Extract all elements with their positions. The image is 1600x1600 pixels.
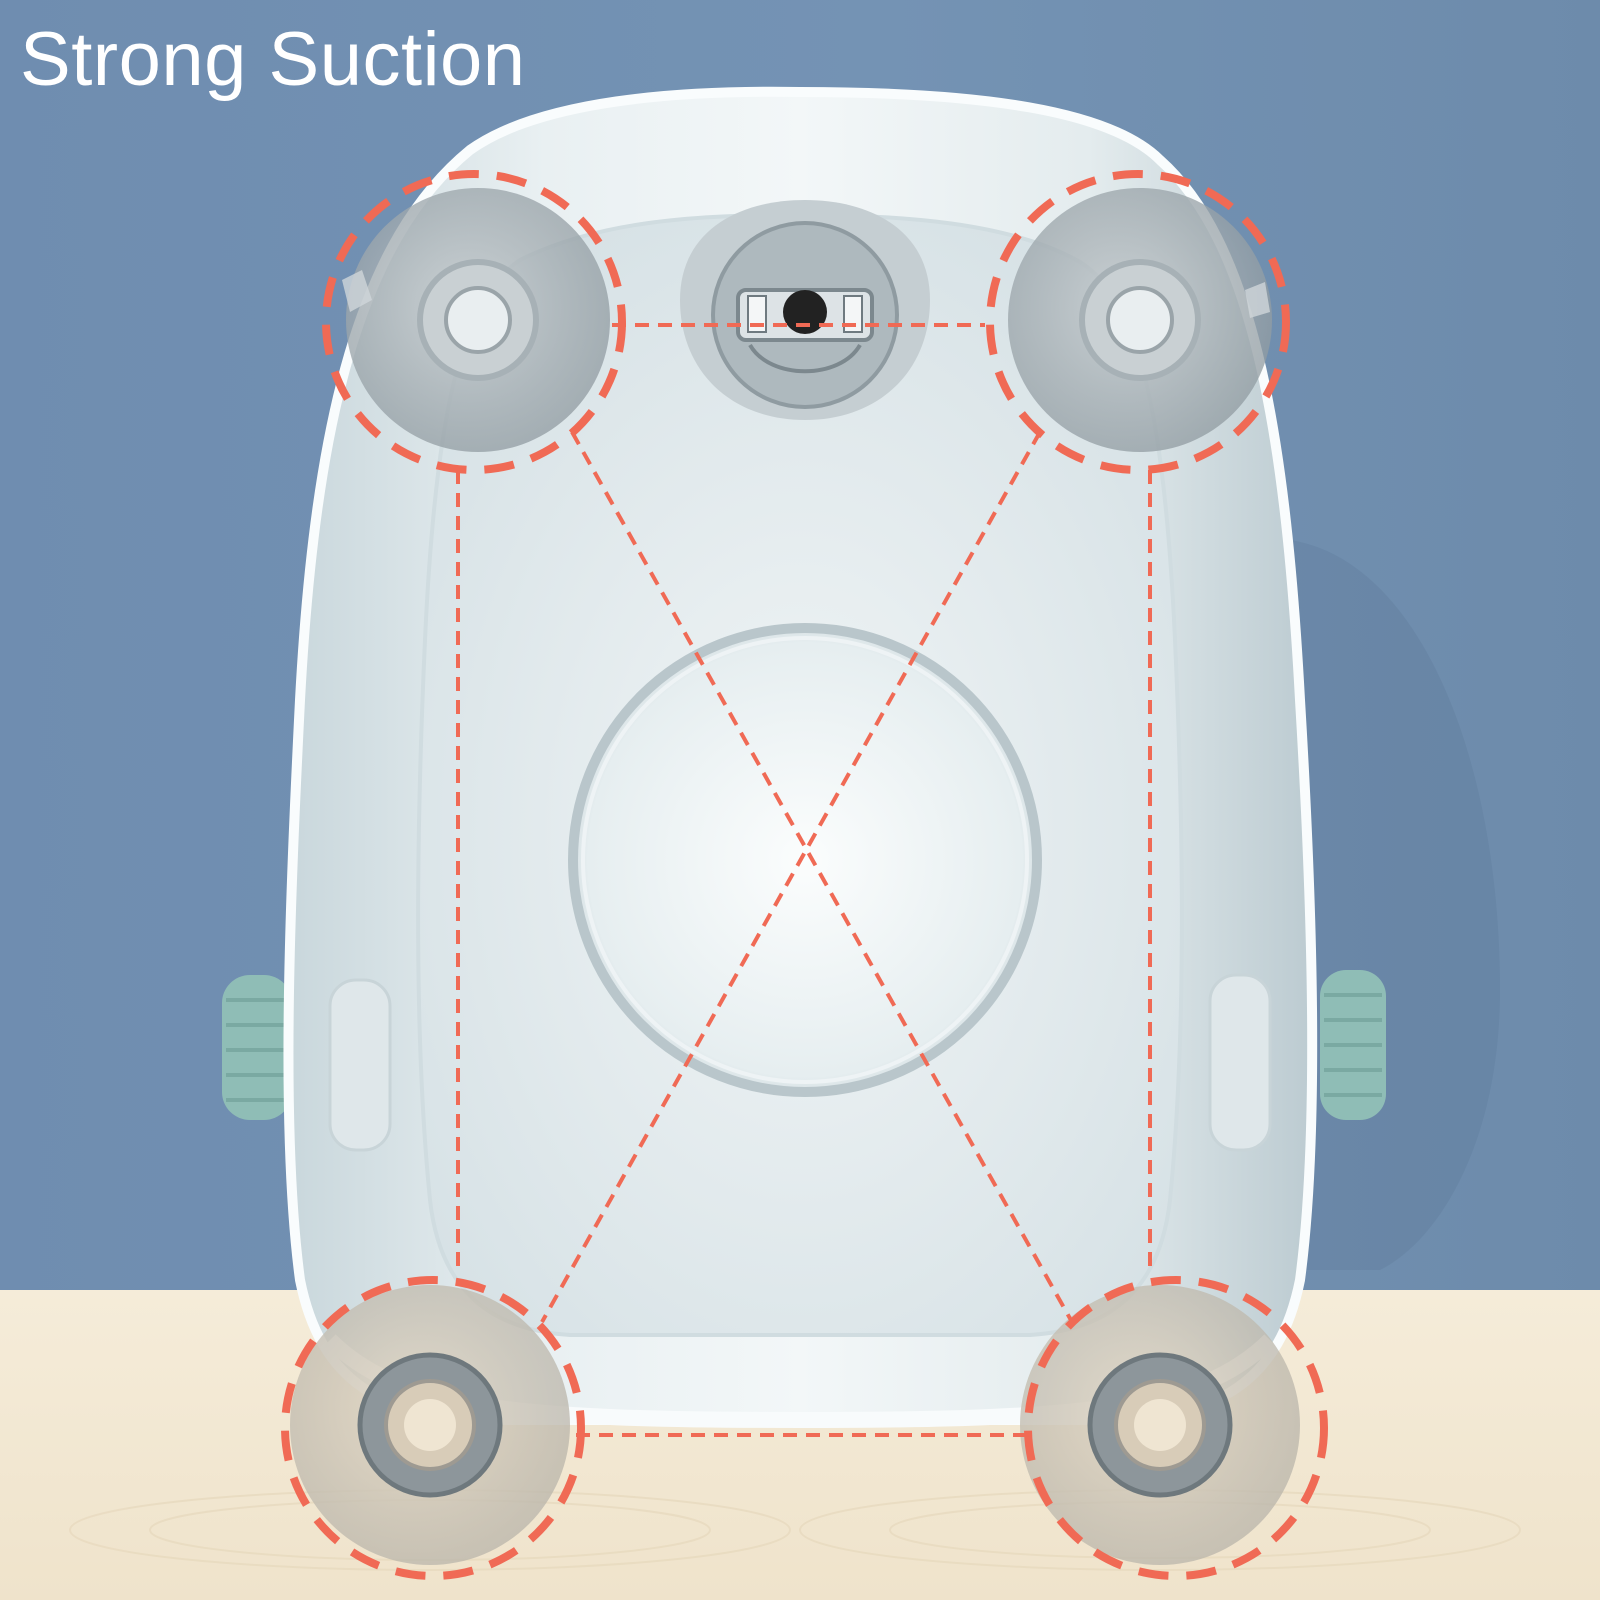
right-side-clip (1208, 973, 1272, 1152)
left-knob-icon (222, 975, 292, 1120)
suction-cup-icon (1020, 1285, 1300, 1565)
dashed-suction-markers (281, 170, 1328, 1580)
marker-top-right (986, 170, 1290, 474)
mount-icon (680, 200, 930, 420)
right-knob-icon (1320, 970, 1386, 1120)
marker-top-left (322, 170, 626, 474)
marker-bottom-left (281, 1276, 585, 1580)
left-side-clip (328, 978, 392, 1152)
center-opening (568, 623, 1042, 1097)
marker-bottom-right (1024, 1276, 1328, 1580)
dashed-guide-lines (456, 323, 1152, 1437)
suction-cup-icon (342, 188, 610, 452)
headline: Strong Suction (20, 17, 526, 102)
suction-cup-icon (290, 1285, 570, 1565)
suction-cup-icon (1008, 188, 1272, 452)
